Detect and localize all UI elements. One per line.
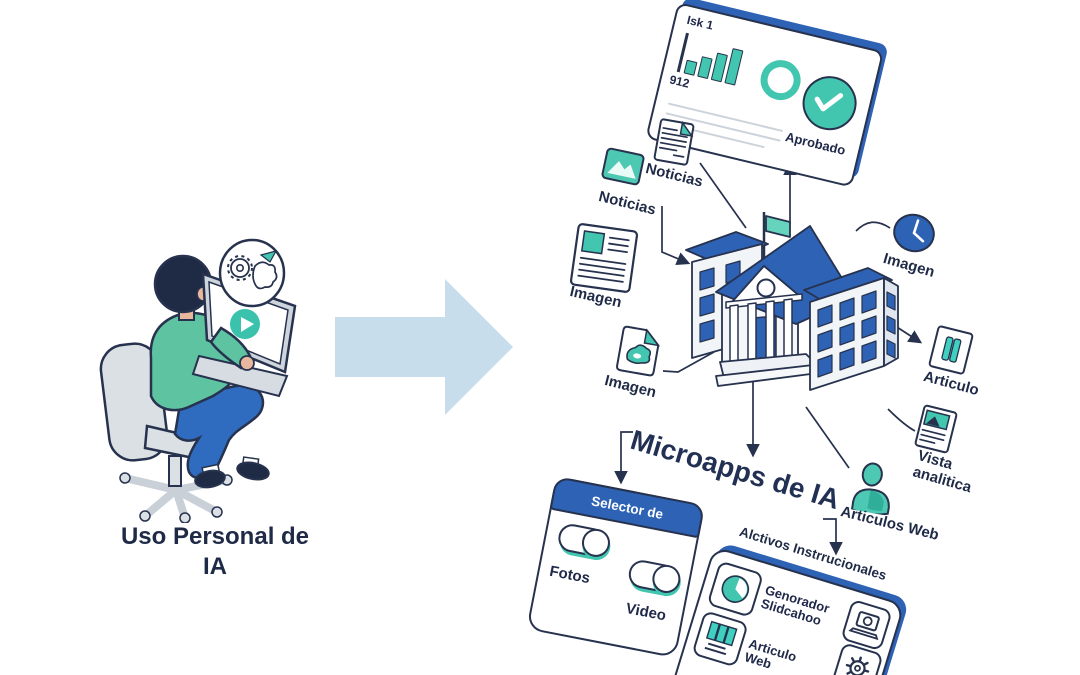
articulo-web-label: Articulo Web (742, 635, 799, 672)
shoe (236, 461, 270, 481)
image-file-icon (616, 325, 661, 377)
metric-value: 912 (668, 72, 691, 91)
node-label-vista: Vista analitica (911, 447, 974, 496)
image-thumbnail-icon (601, 147, 645, 186)
status-label: Aprobado (783, 129, 848, 158)
institution-building-icon (685, 212, 899, 391)
donut-ring-icon (756, 55, 805, 105)
ai-thought-bubble (218, 238, 286, 308)
caption-line-1: Uso Personal de (120, 523, 310, 550)
mini-bar-chart (683, 34, 745, 86)
approval-dashboard-card: Isk 1 912 Aprobado (645, 2, 885, 188)
pie-avatar-icon (706, 560, 765, 618)
storefront-columns-icon (691, 610, 749, 668)
instructional-card: Genorador Slidcahoo Articulo Web (668, 546, 906, 675)
article-book-icon (928, 325, 974, 375)
fotos-toggle (556, 521, 613, 560)
person-at-laptop-illustration (99, 238, 297, 523)
user-person-icon (850, 462, 890, 516)
flag-icon (765, 215, 791, 238)
right-arrow-icon (335, 279, 513, 415)
laptop-user-icon (840, 598, 893, 652)
clock-icon (893, 213, 935, 253)
image-article-icon (569, 223, 639, 293)
video-toggle (626, 557, 683, 596)
metric-label: Isk 1 (685, 12, 715, 33)
node-label-noticias-doc: Noticias (643, 160, 705, 191)
news-document-icon (653, 118, 695, 166)
check-circle-icon (797, 70, 863, 136)
analytics-card-icon (914, 404, 958, 454)
brain-icon (252, 261, 278, 290)
left-scene-caption: Uso Personal de IA (100, 522, 330, 582)
leaf-icon (259, 250, 278, 263)
shoe (194, 469, 226, 489)
fotos-label: Fotos (548, 562, 592, 588)
caption-line-2: IA (203, 553, 227, 580)
selector-card: Selector de Fotos Video (526, 476, 706, 659)
video-label: Video (624, 599, 668, 625)
node-label-noticias-img: Noticias (596, 188, 658, 219)
